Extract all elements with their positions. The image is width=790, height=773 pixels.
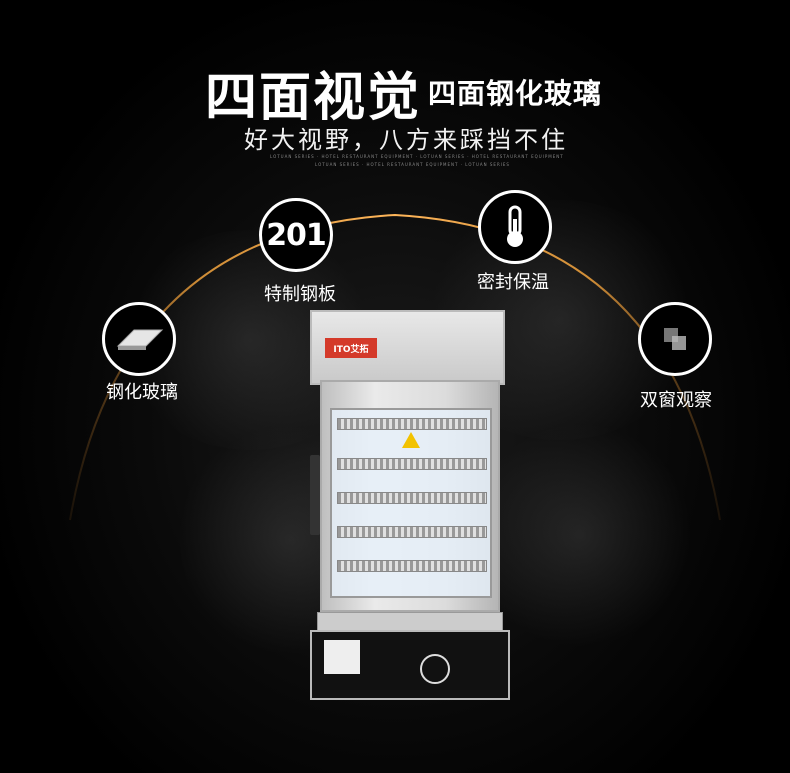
feature-label-thermo: 密封保温 <box>477 272 549 293</box>
window-panes-icon <box>638 302 712 376</box>
glass-door <box>330 408 492 598</box>
tray <box>337 560 487 572</box>
tray <box>337 492 487 504</box>
brand-logo: ITO艾拓 <box>325 338 377 358</box>
base-frame <box>317 612 503 632</box>
tray <box>337 526 487 538</box>
feature-label-window: 双窗观察 <box>640 390 712 411</box>
warning-icon <box>402 432 420 448</box>
tray <box>337 458 487 470</box>
title-sub: 四面钢化玻璃 <box>428 77 603 110</box>
control-base <box>310 630 510 700</box>
feature-label-glass: 钢化玻璃 <box>106 382 178 403</box>
glass-panel-icon <box>102 302 176 376</box>
water-tank-panel <box>324 640 360 674</box>
thermometer-icon <box>478 190 552 264</box>
badge-201-text: 201 <box>266 217 327 253</box>
tray <box>337 418 487 430</box>
tiny-text-line: LOTUAN SERIES · HOTEL RESTAURANT EQUIPME… <box>270 154 564 159</box>
badge-201-icon: 201 <box>259 198 333 272</box>
tagline: 好大视野，八方来踩挡不住 <box>244 126 568 154</box>
tiny-text-line: LOTUAN SERIES · HOTEL RESTAURANT EQUIPME… <box>315 162 510 167</box>
cabinet-top: ITO艾拓 <box>310 310 505 385</box>
smoke-decoration <box>470 420 690 650</box>
feature-label-steel: 特制钢板 <box>264 284 336 305</box>
door-handle <box>310 455 320 535</box>
control-knob-icon <box>420 654 450 684</box>
steamer-cabinet-image: ITO艾拓 <box>305 310 515 700</box>
title-main: 四面视觉 <box>205 68 422 128</box>
